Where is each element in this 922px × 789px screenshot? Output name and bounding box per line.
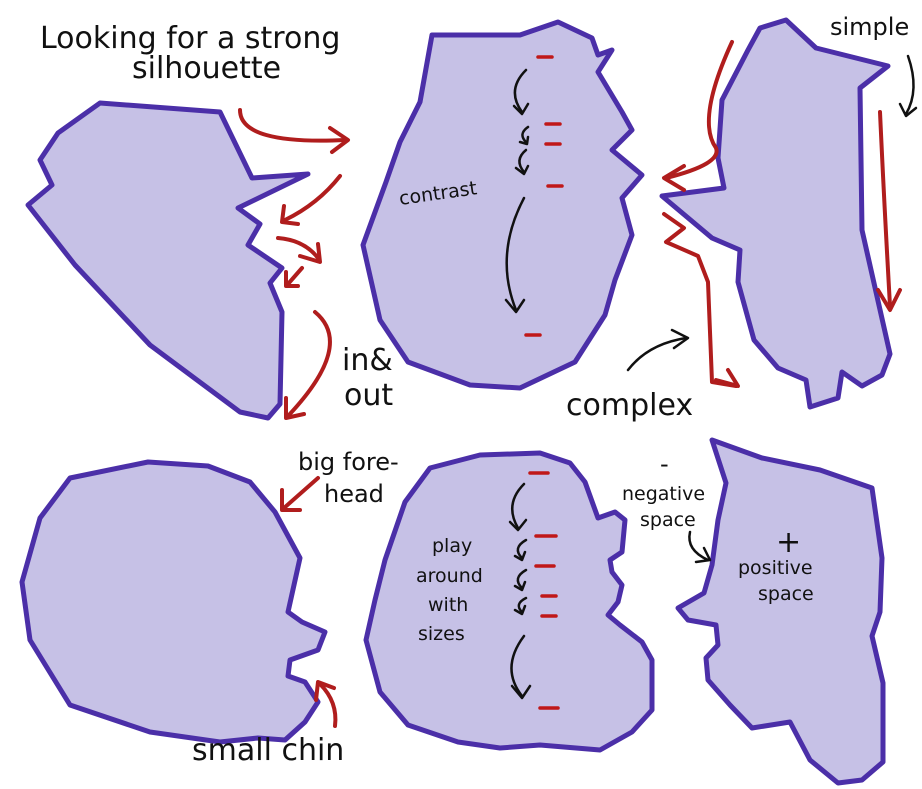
label-negative: negative: [622, 483, 705, 505]
silhouette-top-left: [28, 103, 308, 418]
silhouette-top-right: [662, 20, 890, 407]
label-complex: complex: [566, 388, 693, 423]
label-sizes: sizes: [418, 623, 465, 645]
label-around: around: [416, 565, 483, 587]
label-negative-space: space: [640, 509, 696, 531]
arrow-red-4: [286, 268, 302, 286]
label-simple: simple: [830, 13, 909, 41]
arrow-red-1: [240, 110, 348, 152]
label-in-and: in&: [342, 343, 393, 378]
arrow-black-negative-space: [689, 532, 710, 562]
arrow-red-3: [278, 238, 320, 262]
label-big-fore: big fore-: [298, 448, 399, 476]
silhouette-bottom-center: [366, 453, 652, 750]
silhouette-bottom-right: [678, 440, 883, 783]
label-small-chin: small chin: [192, 733, 344, 768]
title-line-2: silhouette: [132, 51, 281, 86]
arrow-red-8: [878, 112, 900, 310]
label-positive-space: space: [758, 583, 814, 605]
arrow-black-complex: [628, 330, 688, 370]
label-positive-plus: +: [776, 525, 801, 560]
silhouette-bottom-left: [22, 462, 325, 742]
label-with: with: [428, 594, 468, 616]
label-positive: positive: [738, 557, 813, 579]
arrow-red-9: [282, 478, 318, 510]
label-negative-minus: -: [660, 450, 669, 478]
label-head: head: [324, 480, 384, 508]
label-out: out: [344, 378, 393, 413]
arrow-red-5: [286, 312, 330, 418]
label-play: play: [432, 535, 472, 557]
arrow-black-simple: [900, 56, 916, 116]
